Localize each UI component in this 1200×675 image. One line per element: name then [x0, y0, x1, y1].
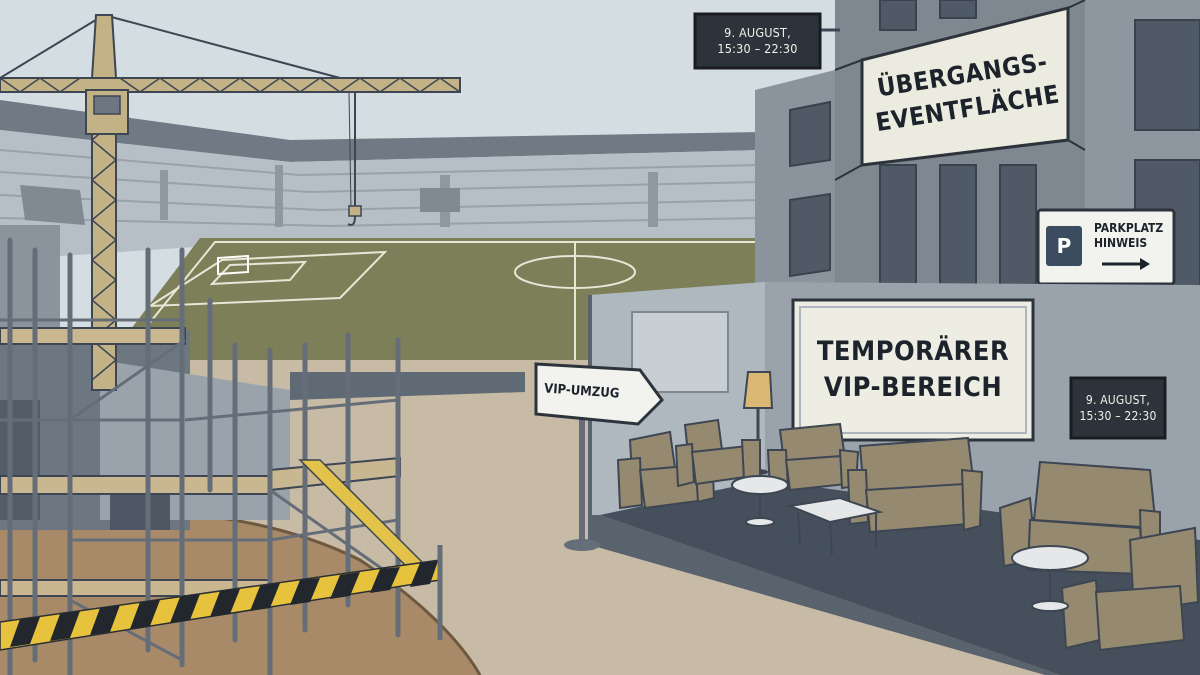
- scaffolding: [0, 237, 442, 675]
- vip-arrow-signpost: [534, 362, 664, 551]
- table-icon: [731, 475, 789, 527]
- vip-sign-board: [791, 298, 1035, 442]
- table-icon: [786, 496, 884, 556]
- top-date-sign: 9. AUGUST, 15:30 – 22:30: [717, 25, 798, 56]
- armchair-icon: [766, 422, 860, 492]
- right-date-sign-board: [1069, 376, 1167, 440]
- sofa-icon: [846, 436, 984, 534]
- parking-symbol: P: [1056, 234, 1072, 258]
- caution-tape: [0, 545, 443, 651]
- event-banner-board: [834, 0, 1086, 181]
- parking-icon: [1046, 226, 1082, 266]
- table-icon: [1011, 545, 1089, 612]
- stadium-stands: [0, 100, 761, 260]
- parking-sign: PARKPLATZ HINWEIS: [1094, 221, 1164, 250]
- arrow-right-icon: [1102, 258, 1150, 270]
- vip-sign: TEMPORÄRER VIP-BEREICH: [816, 336, 1010, 403]
- armchair-icon: [1060, 526, 1200, 652]
- top-date-sign-board: [693, 12, 840, 70]
- right-date-sign: 9. AUGUST, 15:30 – 22:30: [1079, 393, 1157, 423]
